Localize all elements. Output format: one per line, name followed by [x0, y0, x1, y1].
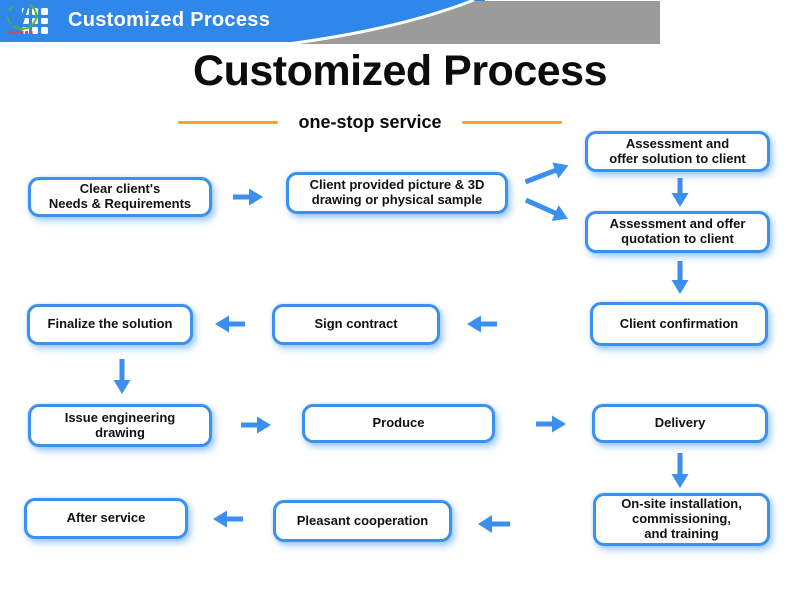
flow-node-label: Produce: [372, 415, 425, 431]
flow-node-label: Finalize the solution: [47, 316, 173, 332]
flow-node-label: After service: [66, 510, 146, 526]
arrow-assess-quotation-to-client-confirmation: [669, 258, 691, 296]
flow-node-issue-drawing: Issue engineering drawing: [28, 404, 212, 447]
subtitle-row: one-stop service: [150, 110, 590, 134]
flow-node-assess-quotation: Assessment and offer quotation to client: [585, 211, 770, 253]
flow-node-assess-solution: Assessment and offer solution to client: [585, 131, 770, 172]
flow-node-onsite-installation: On-site installation, commissioning, and…: [593, 493, 770, 546]
company-logo-icon: [7, 4, 38, 34]
header-bar: Customized Process: [0, 0, 800, 46]
arrow-client-picture-to-assess-quotation: [519, 189, 574, 229]
arrow-produce-to-delivery: [533, 413, 567, 435]
flow-node-client-confirmation: Client confirmation: [590, 302, 768, 346]
flow-node-label: Client confirmation: [619, 315, 739, 331]
header-title: Customized Process: [68, 9, 271, 31]
flow-node-label: Assessment and offer solution to client: [609, 135, 746, 166]
flow-node-after-service: After service: [24, 498, 188, 539]
flow-node-label: Delivery: [654, 415, 706, 431]
subtitle-left-line: [178, 120, 279, 124]
flow-node-label: Sign contract: [314, 316, 398, 332]
header-background: [0, 0, 660, 46]
flow-node-label: Pleasant cooperation: [296, 512, 429, 528]
flow-node-finalize-solution: Finalize the solution: [27, 304, 193, 345]
flow-node-label: Issue engineering drawing: [64, 409, 176, 440]
arrow-assess-solution-to-assess-quotation: [669, 175, 691, 209]
slide-subtitle: one-stop service: [298, 111, 442, 132]
arrow-pleasant-cooperation-to-after-service: [212, 508, 246, 530]
arrow-clear-needs-to-client-picture: [230, 186, 264, 208]
arrow-client-picture-to-assess-solution: [519, 155, 574, 193]
flow-node-client-picture: Client provided picture & 3D drawing or …: [286, 172, 508, 214]
arrow-issue-drawing-to-produce: [238, 414, 272, 436]
arrow-delivery-to-onsite-installation: [669, 450, 691, 490]
arrow-finalize-solution-to-issue-drawing: [111, 356, 133, 396]
flow-node-label: Client provided picture & 3D drawing or …: [309, 177, 485, 207]
flow-node-pleasant-cooperation: Pleasant cooperation: [273, 500, 452, 542]
slide-title: Customized Process: [193, 47, 607, 95]
flow-node-clear-needs: Clear client's Needs & Requirements: [28, 177, 212, 217]
flow-node-label: On-site installation, commissioning, and…: [621, 496, 742, 541]
flow-node-sign-contract: Sign contract: [272, 304, 440, 345]
subtitle-right-line: [461, 120, 562, 124]
arrow-onsite-installation-to-pleasant-cooperation: [477, 512, 513, 536]
flow-node-delivery: Delivery: [592, 404, 768, 443]
arrow-sign-contract-to-finalize-solution: [214, 313, 248, 335]
flow-node-produce: Produce: [302, 404, 495, 443]
flow-node-label: Assessment and offer quotation to client: [609, 216, 746, 246]
arrow-client-confirmation-to-sign-contract: [466, 313, 500, 335]
flow-node-label: Clear client's Needs & Requirements: [48, 181, 192, 211]
